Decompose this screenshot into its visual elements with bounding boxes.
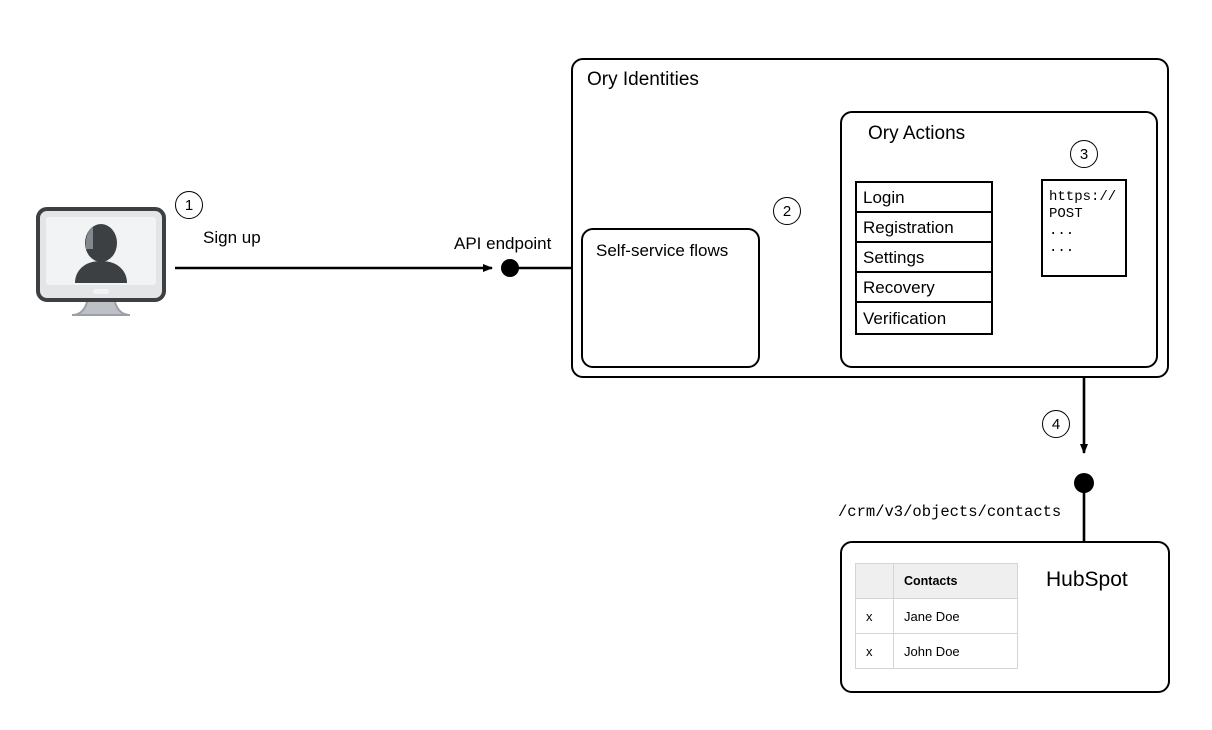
monitor-icon-svg <box>36 207 166 316</box>
row-mark: x <box>855 633 894 669</box>
step-badge-3-label: 3 <box>1079 145 1089 163</box>
ory-actions-title: Ory Actions <box>868 123 966 144</box>
table-row[interactable]: x John Doe <box>855 633 1018 669</box>
crm-endpoint-path-label: /crm/v3/objects/contacts <box>838 503 1062 521</box>
table-header-row: Contacts <box>855 563 1018 599</box>
action-row-settings[interactable]: Settings <box>857 243 991 273</box>
table-row[interactable]: x Jane Doe <box>855 598 1018 634</box>
table-header-contacts: Contacts <box>893 563 1018 599</box>
self-service-flows-box: Self-service flows <box>581 228 760 368</box>
api-endpoint-label: API endpoint <box>454 234 552 253</box>
action-label-registration: Registration <box>863 217 954 237</box>
action-label-settings: Settings <box>863 247 925 267</box>
step-badge-1-label: 1 <box>184 196 194 214</box>
table-head: Contacts <box>855 563 1018 599</box>
table-header-blank <box>855 563 894 599</box>
step-badge-4-label: 4 <box>1051 415 1061 433</box>
hubspot-contacts-table: Contacts x Jane Doe x John Doe <box>855 563 1018 669</box>
signup-label: Sign up <box>203 228 261 247</box>
webhook-post-text: https:// POST ... ... <box>1049 189 1117 256</box>
api-endpoint-dot <box>501 259 519 277</box>
action-row-recovery[interactable]: Recovery <box>857 273 991 303</box>
hubspot-contacts-table-wrapper: Contacts x Jane Doe x John Doe <box>855 563 1018 669</box>
row-contact-name: John Doe <box>893 633 1018 669</box>
row-mark: x <box>855 598 894 634</box>
action-row-verification[interactable]: Verification <box>857 303 991 333</box>
action-label-recovery: Recovery <box>863 277 935 297</box>
step-badge-4: 4 <box>1042 410 1070 438</box>
hubspot-title: HubSpot <box>1046 568 1128 591</box>
action-row-login[interactable]: Login <box>857 183 991 213</box>
step-badge-1: 1 <box>175 191 203 219</box>
step-badge-3: 3 <box>1070 140 1098 168</box>
step-badge-2: 2 <box>773 197 801 225</box>
row-contact-name: Jane Doe <box>893 598 1018 634</box>
self-service-flows-title: Self-service flows <box>596 241 729 260</box>
action-label-verification: Verification <box>863 308 947 328</box>
action-row-registration[interactable]: Registration <box>857 213 991 243</box>
step-badge-2-label: 2 <box>782 202 792 220</box>
action-label-login: Login <box>863 187 905 207</box>
ory-actions-list: Login Registration Settings Recovery Ver… <box>855 181 993 335</box>
webhook-post-box: https:// POST ... ... <box>1041 179 1127 277</box>
monitor-user-icon <box>36 207 166 329</box>
ory-identities-title: Ory Identities <box>587 69 699 90</box>
table-body: x Jane Doe x John Doe <box>855 598 1018 669</box>
hubspot-endpoint-dot <box>1074 473 1094 493</box>
